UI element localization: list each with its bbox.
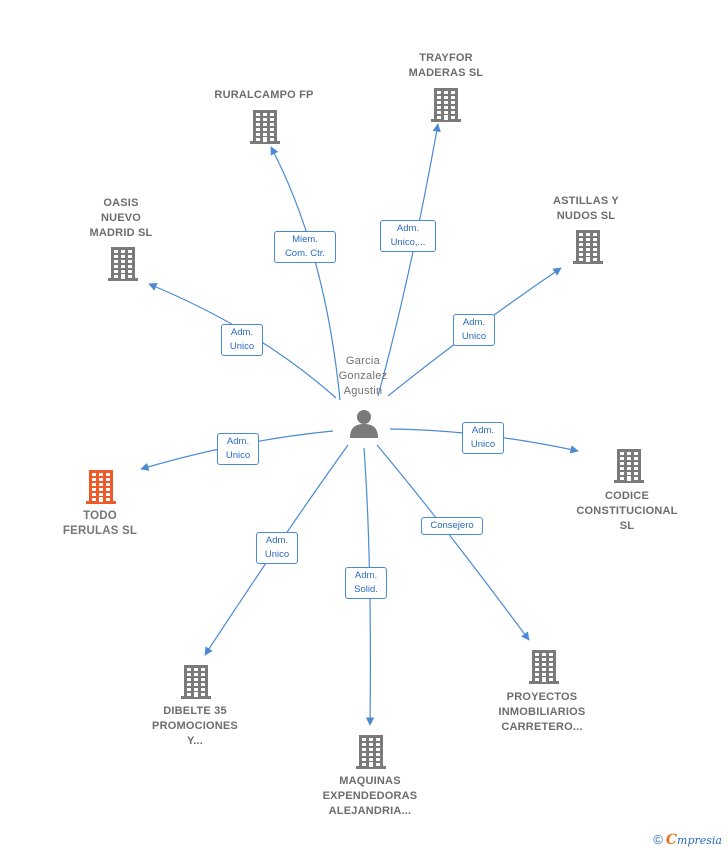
person-name[interactable]: Garcia Gonzalez Agustin [338,355,388,397]
edge-label-ruralcampo[interactable]: Miem. Com. Ctr. [274,231,336,263]
edge-label-maquinas[interactable]: Adm. Solid. [345,567,387,599]
company-label-todo[interactable]: TODO FERULAS SL [62,510,138,537]
company-label-oasis[interactable]: OASIS NUEVO MADRID SL [89,197,153,239]
copyright-icon: © [653,832,663,847]
edge-label-codice[interactable]: Adm. Unico [462,422,504,454]
company-label-ruralcampo[interactable]: RURALCAMPO FP [214,89,314,101]
building-icon-maquinas[interactable] [355,733,387,774]
edge-label-oasis[interactable]: Adm. Unico [221,324,263,356]
company-label-astillas[interactable]: ASTILLAS Y NUDOS SL [553,195,619,222]
person-icon[interactable] [348,408,380,438]
building-icon-astillas[interactable] [572,228,604,269]
building-icon-dibelte[interactable] [180,663,212,704]
edge-label-proyectos[interactable]: Consejero [421,517,483,535]
edge-label-dibelte[interactable]: Adm. Unico [256,532,298,564]
building-icon-proyectos[interactable] [528,648,560,689]
edge-trayfor [377,123,441,397]
building-icon-todo[interactable] [85,468,117,509]
company-label-dibelte[interactable]: DIBELTE 35 PROMOCIONES Y... [152,705,238,747]
edge-proyectos [376,444,530,641]
building-icon-trayfor[interactable] [430,86,462,127]
footer-brand[interactable]: © Cmpresia [653,832,722,848]
brand-logo-letter: C [665,832,678,848]
edge-label-trayfor[interactable]: Adm. Unico,... [380,220,436,252]
company-label-codice[interactable]: CODICE CONSTITUCIONAL SL [576,490,678,532]
company-label-proyectos[interactable]: PROYECTOS INMOBILIARIOS CARRETERO... [498,691,586,733]
edge-label-todo[interactable]: Adm. Unico [217,433,259,465]
edge-label-astillas[interactable]: Adm. Unico [453,314,495,346]
building-icon-oasis[interactable] [107,245,139,286]
brand-logo-text: mpresia [677,834,722,847]
company-label-trayfor[interactable]: TRAYFOR MADERAS SL [408,52,484,79]
building-icon-ruralcampo[interactable] [249,108,281,149]
building-icon-codice[interactable] [613,447,645,488]
company-label-maquinas[interactable]: MAQUINAS EXPENDEDORAS ALEJANDRIA... [322,775,418,817]
